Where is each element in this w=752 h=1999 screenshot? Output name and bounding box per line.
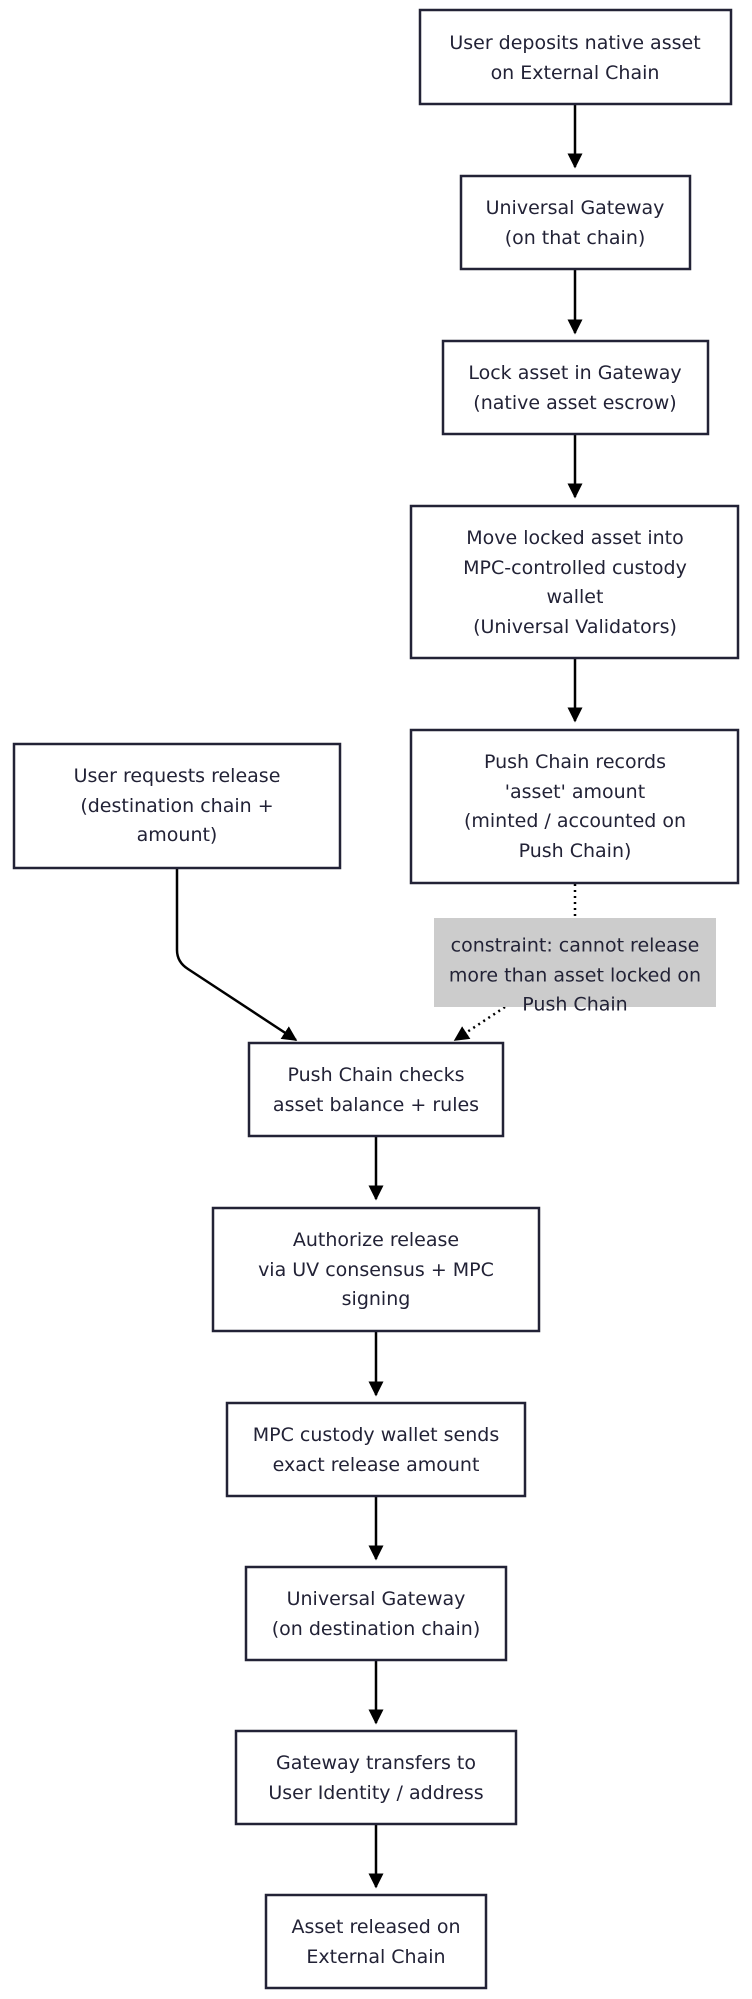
node-deposit-line-1: User deposits native asset [449,32,700,54]
node-checks-line-1: Push Chain checks [288,1064,465,1086]
node-records-line-4: Push Chain) [519,840,632,862]
node-mpc-send-line-1: MPC custody wallet sends [253,1424,499,1446]
node-request: User requests release (destination chain… [12,742,342,870]
node-authorize: Authorize release via UV consensus + MPC… [211,1206,541,1333]
node-request-line-3: amount) [137,824,218,846]
node-records-line-3: (minted / accounted on [464,810,686,832]
node-request-line-1: User requests release [74,765,281,787]
node-move-custody-line-2: MPC-controlled custody [463,557,687,579]
node-gateway-dest-line-1: Universal Gateway [287,1588,466,1610]
node-records-line-1: Push Chain records [484,751,666,773]
edge-request-to-checks [175,868,298,1042]
node-lock-line-1: Lock asset in Gateway [468,362,681,384]
node-authorize-line-1: Authorize release [293,1229,459,1251]
node-authorize-line-3: signing [342,1288,411,1310]
note-constraint-line-1: constraint: cannot release [451,935,700,957]
node-transfer-line-2: User Identity / address [268,1782,483,1804]
node-lock: Lock asset in Gateway (native asset escr… [441,339,710,436]
node-released-line-2: External Chain [306,1946,445,1968]
edge-constraint-to-checks [453,1005,506,1042]
edges [175,104,583,1889]
node-released-line-1: Asset released on [291,1916,460,1938]
node-lock-line-2: (native asset escrow) [473,392,676,414]
node-gateway-origin: Universal Gateway (on that chain) [459,174,692,271]
node-released: Asset released on External Chain [264,1893,488,1990]
note-constraint: constraint: cannot release more than ass… [434,918,716,1016]
node-gateway-origin-line-1: Universal Gateway [486,197,665,219]
node-transfer: Gateway transfers to User Identity / add… [234,1729,518,1826]
node-request-line-2: (destination chain + [80,795,273,817]
node-transfer-line-1: Gateway transfers to [276,1752,476,1774]
node-records-line-2: 'asset' amount [505,781,645,803]
note-constraint-line-2: more than asset locked on [449,965,701,987]
node-gateway-origin-line-2: (on that chain) [505,227,646,249]
note-constraint-line-3: Push Chain [522,994,627,1016]
node-authorize-line-2: via UV consensus + MPC [258,1259,494,1281]
node-deposit: User deposits native asset on External C… [418,8,733,106]
node-mpc-send-line-2: exact release amount [273,1454,480,1476]
node-checks: Push Chain checks asset balance + rules [247,1041,505,1138]
node-move-custody-line-1: Move locked asset into [466,527,683,549]
node-mpc-send: MPC custody wallet sends exact release a… [225,1401,527,1498]
node-move-custody-line-4: (Universal Validators) [473,616,677,638]
node-move-custody: Move locked asset into MPC-controlled cu… [409,504,740,660]
node-deposit-line-2: on External Chain [491,62,660,84]
node-gateway-dest: Universal Gateway (on destination chain) [244,1565,508,1662]
node-checks-line-2: asset balance + rules [273,1094,479,1116]
node-move-custody-line-3: wallet [547,586,604,608]
node-gateway-dest-line-2: (on destination chain) [272,1618,480,1640]
node-records: Push Chain records 'asset' amount (minte… [409,728,740,885]
